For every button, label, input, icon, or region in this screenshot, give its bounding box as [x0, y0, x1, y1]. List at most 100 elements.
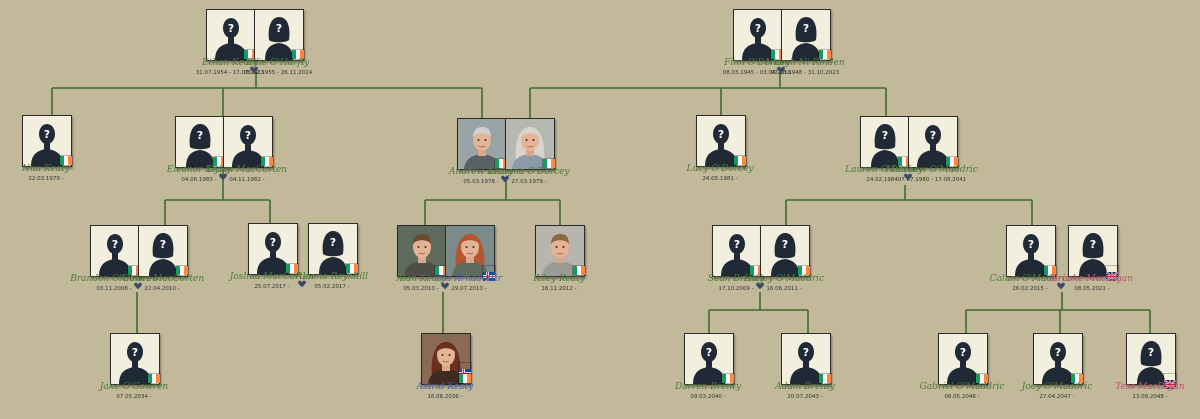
- person-dates: 26.02.2015 -: [1012, 286, 1048, 292]
- person-card-p7[interactable]: ?: [223, 116, 273, 168]
- person-dates: 27.03.1979 -: [511, 179, 547, 185]
- svg-text:?: ?: [718, 128, 724, 141]
- person-dates: 08.05.2021 -: [1074, 286, 1110, 292]
- person-name: Alan Keaty: [396, 274, 446, 284]
- person-dates: 17.10.2009 -: [718, 286, 754, 292]
- ireland-flag-icon: [1043, 265, 1057, 276]
- person-dates: 31.07.1954 - 17.07.2023: [195, 70, 265, 76]
- partner-heart-icon: [501, 168, 509, 183]
- person-name: Astrid Keaty: [416, 382, 474, 392]
- svg-text:?: ?: [132, 346, 138, 359]
- person-dates: 08.03.1945 - 03.04.2018: [722, 70, 792, 76]
- ireland-flag-icon: [572, 265, 586, 276]
- svg-text:?: ?: [734, 238, 740, 251]
- person-card-p30[interactable]: ?: [1126, 333, 1176, 385]
- person-name: Brooke MacDigan: [1050, 274, 1134, 284]
- person-name: Matthew O'Maddric: [886, 165, 978, 175]
- uk-flag-icon: [1105, 265, 1119, 282]
- svg-text:?: ?: [270, 236, 276, 249]
- svg-text:?: ?: [882, 129, 888, 142]
- person-dates: 07.03.1948 - 31.10.2023: [770, 70, 840, 76]
- svg-text:?: ?: [197, 129, 203, 142]
- ireland-flag-icon: [975, 373, 989, 384]
- person-card-p23[interactable]: ?: [1068, 225, 1118, 277]
- person-dates: 13.08.2048 -: [1132, 394, 1168, 400]
- ireland-flag-icon: [797, 265, 811, 276]
- ireland-flag-icon: [147, 373, 161, 384]
- svg-text:?: ?: [44, 128, 50, 141]
- svg-text:?: ?: [1090, 238, 1096, 251]
- person-dates: 08.05.2046 -: [944, 394, 980, 400]
- partner-heart-icon: [250, 59, 258, 74]
- person-name: Riley Keaty: [533, 274, 585, 284]
- ireland-flag-icon: [542, 158, 556, 169]
- person-dates: 25.07.2017 -: [254, 284, 290, 290]
- person-name: Ethan Keaty: [202, 58, 258, 68]
- iceland-flag-icon: [482, 265, 496, 281]
- svg-text:?: ?: [228, 22, 234, 35]
- partner-heart-icon: [134, 275, 142, 290]
- partner-heart-icon: [298, 273, 306, 288]
- person-dates: 07.07.1980 - 17.08.2041: [897, 177, 967, 183]
- person-name: Niamh Ni Rinden: [765, 58, 845, 68]
- person-name: Darren Brenty: [675, 382, 741, 392]
- person-name: Finn O'Dorcey: [724, 58, 790, 68]
- person-name: Brandon O'Gowren: [70, 274, 158, 284]
- svg-text:?: ?: [960, 346, 966, 359]
- ireland-flag-icon: [945, 156, 959, 167]
- person-dates: 04.06.1983 -: [181, 177, 217, 183]
- person-name: Iris Arnadottir: [436, 274, 502, 284]
- person-name: Tess MacDigan: [1115, 382, 1185, 392]
- person-card-p16[interactable]: ?: [308, 223, 358, 275]
- person-name: Lucy O'Dorcey: [686, 164, 754, 174]
- person-dates: 27.04.2047 -: [1039, 394, 1075, 400]
- svg-text:?: ?: [782, 238, 788, 251]
- person-name: Sean Brenty: [707, 274, 765, 284]
- person-card-p9[interactable]: [505, 118, 555, 170]
- svg-text:?: ?: [803, 346, 809, 359]
- person-card-p20[interactable]: ?: [712, 225, 762, 277]
- person-name: Joshua MacCorten: [229, 272, 315, 282]
- ireland-flag-icon: [345, 263, 359, 274]
- person-dates: 08.02.1955 - 26.11.2024: [243, 70, 313, 76]
- svg-text:?: ?: [1028, 238, 1034, 251]
- partner-heart-icon: [441, 275, 449, 290]
- person-dates: 22.03.1979 -: [28, 176, 64, 182]
- svg-text:?: ?: [1055, 346, 1061, 359]
- person-dates: 29.07.2010 -: [451, 286, 487, 292]
- svg-text:?: ?: [330, 236, 336, 249]
- person-card-p22[interactable]: ?: [1006, 225, 1056, 277]
- person-dates: 05.03.2010 -: [403, 286, 439, 292]
- ireland-flag-icon: [260, 156, 274, 167]
- person-dates: 07.05.2034 -: [116, 394, 152, 400]
- partner-heart-icon: [756, 275, 764, 290]
- person-card-p8[interactable]: [457, 118, 507, 170]
- person-name: Adam Brenty: [775, 382, 835, 392]
- iceland-flag-icon: [458, 362, 472, 378]
- person-dates: 05.03.1978 -: [463, 179, 499, 185]
- person-name: Nua Keaty: [22, 164, 70, 174]
- person-name: Dylan MacCorten: [206, 165, 288, 175]
- partner-heart-icon: [219, 166, 227, 181]
- person-name: Ellie O'Harfty: [246, 58, 310, 68]
- svg-text:?: ?: [245, 129, 251, 142]
- person-card-p2[interactable]: ?: [254, 9, 304, 61]
- person-dates: 04.11.1982 -: [229, 177, 265, 183]
- svg-text:?: ?: [112, 238, 118, 251]
- person-name: Calum O'Maddric: [989, 274, 1071, 284]
- person-dates: 24.05.1981 -: [702, 176, 738, 182]
- ireland-flag-icon: [818, 373, 832, 384]
- person-card-p1[interactable]: ?: [206, 9, 256, 61]
- ireland-flag-icon: [175, 265, 189, 276]
- partner-heart-icon: [1057, 275, 1065, 290]
- person-name: Gabriel O'Maddric: [919, 382, 1005, 392]
- person-card-p18[interactable]: [445, 225, 495, 277]
- partner-heart-icon: [777, 59, 785, 74]
- person-name: Eleanor Keaty: [166, 165, 232, 175]
- ireland-flag-icon: [733, 155, 747, 166]
- svg-text:?: ?: [930, 129, 936, 142]
- person-dates: 09.03.2040 -: [690, 394, 726, 400]
- uk-flag-icon: [1163, 373, 1177, 390]
